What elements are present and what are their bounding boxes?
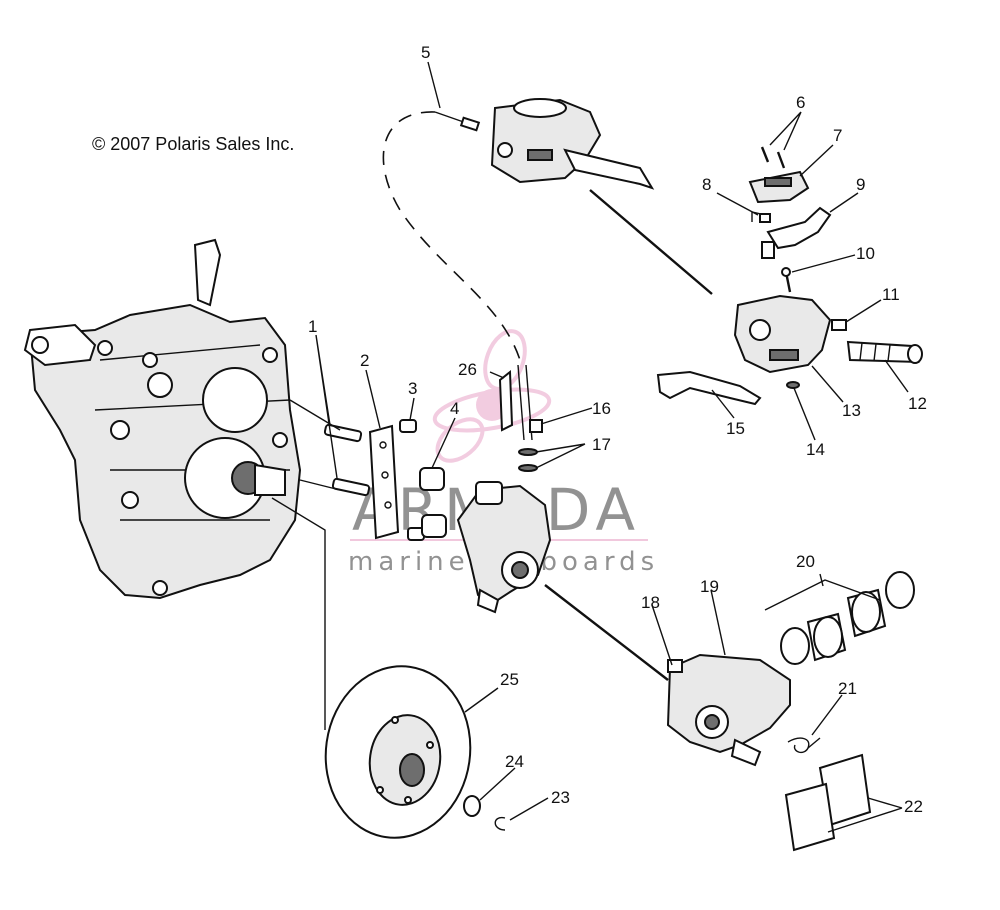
callout-17: 17	[592, 435, 611, 454]
callout-11: 11	[882, 285, 900, 304]
callout-14: 14	[806, 440, 825, 459]
callout-19: 19	[700, 577, 719, 596]
copyright-notice: © 2007 Polaris Sales Inc.	[92, 134, 294, 154]
caliper-bracket	[368, 424, 400, 540]
bolt-item-3	[399, 419, 425, 541]
callout-22: 22	[904, 797, 923, 816]
callout-15: 15	[726, 419, 745, 438]
callout-2: 2	[360, 351, 369, 370]
callout-16: 16	[592, 399, 611, 418]
callout-20: 20	[796, 552, 815, 571]
lever-item-9	[761, 206, 832, 259]
ref-line-disc	[271, 497, 326, 730]
callout-labels: 1 2 3 4 5 6 7 8 9 10 11 12 13 14 15 16 1…	[308, 43, 927, 816]
callout-leaders	[315, 61, 909, 833]
retaining-clip-item-21	[787, 737, 821, 754]
switch-housing	[733, 294, 832, 374]
ref-line-caliper	[544, 584, 669, 681]
ref-line-pins-a	[289, 399, 341, 431]
spacers-item-4	[419, 467, 447, 538]
callout-10: 10	[856, 244, 875, 263]
washer-item-14	[786, 381, 800, 389]
callout-23: 23	[551, 788, 570, 807]
callout-18: 18	[641, 593, 660, 612]
callout-8: 8	[702, 175, 711, 194]
master-cylinder	[490, 98, 655, 190]
washer-item-24	[463, 795, 481, 817]
brake-hose-item-26	[498, 369, 514, 432]
transmission-housing	[23, 238, 302, 600]
callout-7: 7	[833, 126, 842, 145]
callout-26: 26	[458, 360, 477, 379]
callout-6: 6	[796, 93, 805, 112]
mounting-pins	[323, 423, 371, 497]
piston-seal-kit-item-20	[780, 571, 915, 665]
brake-caliper-center	[456, 481, 552, 614]
callout-21: 21	[838, 679, 857, 698]
brake-line	[382, 111, 533, 441]
callout-13: 13	[842, 401, 861, 420]
bleeder-item-16	[529, 419, 543, 433]
callout-9: 9	[856, 175, 865, 194]
throttle-grip-item-12	[846, 340, 923, 364]
circlip-item-23	[494, 816, 506, 831]
callout-4: 4	[450, 399, 459, 418]
pin-item-10	[781, 267, 792, 293]
armada-logo-mark	[432, 329, 552, 463]
callout-5: 5	[421, 43, 430, 62]
brake-caliper-right	[666, 653, 791, 767]
callout-1: 1	[308, 317, 317, 336]
callout-25: 25	[500, 670, 519, 689]
ref-line-pins-b	[299, 479, 341, 491]
callout-24: 24	[505, 752, 524, 771]
brake-pads-item-22	[784, 753, 872, 852]
brake-disc-item-25	[324, 665, 472, 839]
brake-lever-item-15	[656, 370, 762, 406]
clip-item-11	[831, 319, 847, 331]
screws-item-6	[760, 146, 786, 169]
reservoir-cover-item-7	[748, 170, 810, 204]
washers-item-17	[518, 448, 538, 472]
callout-3: 3	[408, 379, 417, 398]
ref-line-lever	[589, 189, 713, 295]
callout-12: 12	[908, 394, 927, 413]
